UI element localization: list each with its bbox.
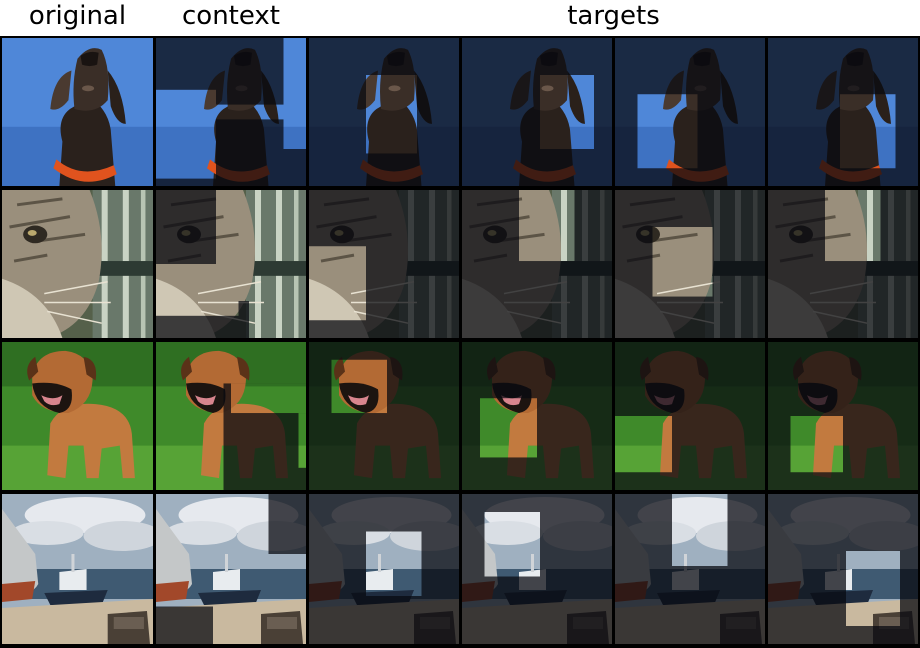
image-dog-sky-target-4 [768, 38, 918, 186]
image-ship-harbor-target-2 [462, 494, 612, 644]
cell-dog-sky-target-2 [462, 38, 612, 186]
image-dog-sky-context [156, 38, 306, 186]
dim-overlay [309, 38, 459, 186]
cell-bullmastiff-grass-target-1 [309, 342, 459, 490]
image-grid [0, 36, 920, 648]
image-bullmastiff-grass-context [156, 342, 306, 490]
cell-dog-sky-target-4 [768, 38, 918, 186]
header-original: original [28, 1, 127, 31]
image-ship-harbor-target-3 [615, 494, 765, 644]
dim-overlay [615, 190, 765, 338]
cell-ship-harbor-target-3 [615, 494, 765, 644]
cell-dog-sky-target-1 [309, 38, 459, 186]
dim-overlay [768, 190, 918, 338]
cell-ship-harbor-target-1 [309, 494, 459, 644]
cell-bullmastiff-grass-target-4 [768, 342, 918, 490]
cell-cat-closeup-context [156, 190, 306, 338]
cell-ship-harbor-original [2, 494, 153, 644]
cell-dog-sky-context [156, 38, 306, 186]
dim-overlay [768, 342, 918, 490]
image-bullmastiff-grass-target-3 [615, 342, 765, 490]
image-cat-closeup-context [156, 190, 306, 338]
cell-ship-harbor-context [156, 494, 306, 644]
dim-overlay [462, 342, 612, 490]
cell-cat-closeup-target-3 [615, 190, 765, 338]
cell-dog-sky-target-3 [615, 38, 765, 186]
cell-cat-closeup-target-4 [768, 190, 918, 338]
cell-cat-closeup-target-2 [462, 190, 612, 338]
dim-overlay [156, 342, 306, 490]
image-dog-sky-target-3 [615, 38, 765, 186]
cell-cat-closeup-target-1 [309, 190, 459, 338]
image-cat-closeup-target-3 [615, 190, 765, 338]
image-ship-harbor-original [2, 494, 153, 644]
dim-overlay [309, 190, 459, 338]
dim-overlay [156, 38, 306, 186]
dim-overlay [462, 190, 612, 338]
image-dog-sky-target-1 [309, 38, 459, 186]
dim-overlay [615, 342, 765, 490]
dim-overlay [309, 342, 459, 490]
dim-overlay [156, 190, 306, 338]
image-bullmastiff-grass-target-1 [309, 342, 459, 490]
image-cat-closeup-target-4 [768, 190, 918, 338]
dim-overlay [615, 494, 765, 644]
image-dog-sky-target-2 [462, 38, 612, 186]
header-context: context [182, 1, 280, 31]
cell-dog-sky-original [2, 38, 153, 186]
image-bullmastiff-grass-original [2, 342, 153, 490]
dim-overlay [768, 38, 918, 186]
image-ship-harbor-target-1 [309, 494, 459, 644]
cell-ship-harbor-target-2 [462, 494, 612, 644]
image-cat-closeup-target-2 [462, 190, 612, 338]
image-cat-closeup-original [2, 190, 153, 338]
image-ship-harbor-context [156, 494, 306, 644]
dim-overlay [462, 494, 612, 644]
image-bullmastiff-grass-target-4 [768, 342, 918, 490]
cell-bullmastiff-grass-context [156, 342, 306, 490]
image-bullmastiff-grass-target-2 [462, 342, 612, 490]
dim-overlay [768, 494, 918, 644]
image-cat-closeup-target-1 [309, 190, 459, 338]
dim-overlay [309, 494, 459, 644]
dim-overlay [462, 38, 612, 186]
dim-overlay [615, 38, 765, 186]
cell-cat-closeup-original [2, 190, 153, 338]
header-targets: targets [567, 1, 660, 31]
cell-ship-harbor-target-4 [768, 494, 918, 644]
cell-bullmastiff-grass-original [2, 342, 153, 490]
dim-overlay [156, 494, 306, 644]
image-ship-harbor-target-4 [768, 494, 918, 644]
image-dog-sky-original [2, 38, 153, 186]
cell-bullmastiff-grass-target-3 [615, 342, 765, 490]
cell-bullmastiff-grass-target-2 [462, 342, 612, 490]
